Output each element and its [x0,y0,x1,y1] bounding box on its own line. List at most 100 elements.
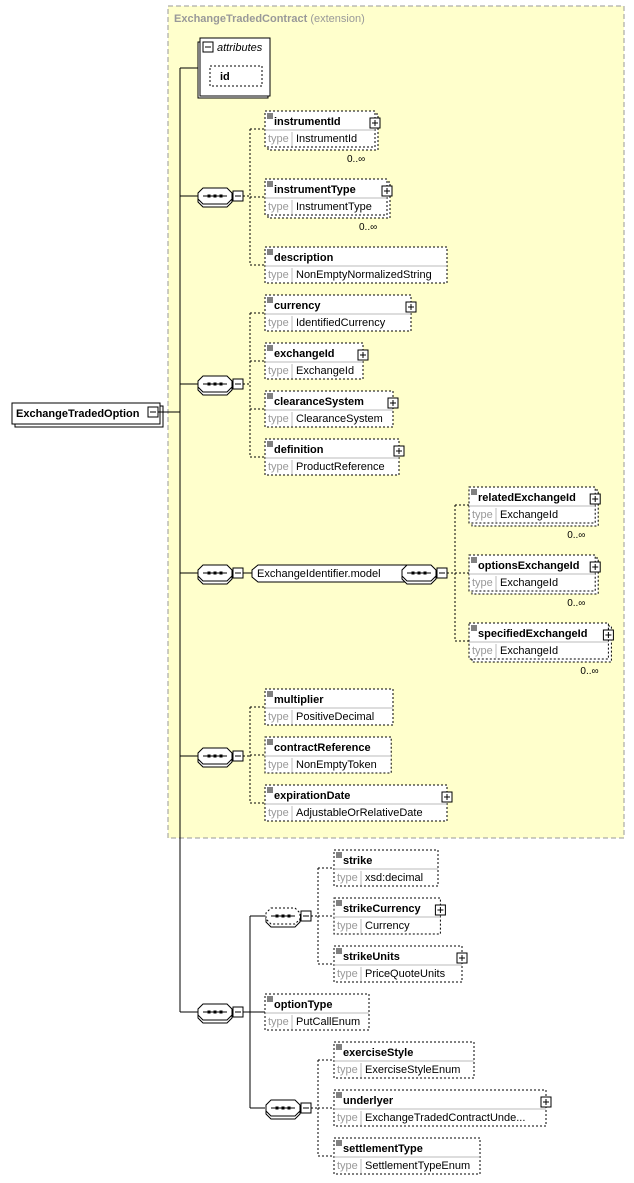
element-name: relatedExchangeId [478,492,576,504]
cardinality-label: 0..∞ [580,666,598,677]
type-label: type [337,968,358,980]
attributes-toggle[interactable] [202,41,214,53]
expand-relatedExchangeId-toggle[interactable] [589,493,601,505]
group4-sequence-toggle[interactable] [232,750,244,762]
group4-sequence [197,747,233,768]
element-name: underlyer [343,1095,394,1107]
expand-instrumentId-toggle[interactable] [369,117,381,129]
group3-sequence-toggle[interactable] [232,567,244,579]
type-label: type [268,201,289,213]
group1-sequence-toggle[interactable] [232,190,244,202]
group3-inner-sequence [401,564,437,585]
type-value: ExchangeTradedContractUnde... [365,1112,525,1124]
type-label: type [268,269,289,281]
expand-strikeCurrency-toggle[interactable] [434,904,446,916]
expand-optionsExchangeId-toggle[interactable] [589,561,601,573]
element-name: strikeCurrency [343,903,422,915]
type-value: Currency [365,920,410,932]
element-name: settlementType [343,1143,423,1155]
element-relatedExchangeId[interactable]: relatedExchangeId type ExchangeId 0..∞ [468,486,599,541]
root-toggle[interactable] [147,406,159,418]
element-name: multiplier [274,694,324,706]
element-name: contractReference [274,742,371,754]
expand-specifiedExchangeId-toggle[interactable] [602,629,614,641]
cardinality-label: 0..∞ [347,154,365,165]
type-value: PositiveDecimal [296,711,374,723]
type-value: SettlementTypeEnum [365,1160,470,1172]
expand-clearanceSystem-toggle[interactable] [387,397,399,409]
type-label: type [337,920,358,932]
element-description[interactable]: description type NonEmptyNormalizedString [264,246,448,284]
bottom-sequence [197,1003,233,1024]
expand-underlyer-toggle[interactable] [540,1096,552,1108]
type-value: PriceQuoteUnits [365,968,446,980]
type-label: type [268,711,289,723]
type-value: NonEmptyToken [296,759,377,771]
element-underlyer[interactable]: underlyer type ExchangeTradedContractUnde.… [333,1089,547,1127]
type-value: ExchangeId [296,365,354,377]
extension-region [167,5,625,839]
type-value: ExchangeId [500,509,558,521]
group2-sequence [197,375,233,396]
type-label: type [472,645,493,657]
root-element[interactable] [11,402,161,425]
element-name: optionType [274,999,332,1011]
group3-sequence [197,564,233,585]
element-name: specifiedExchangeId [478,628,587,640]
expand-strikeUnits-toggle[interactable] [456,952,468,964]
exercise-group-sequence-toggle[interactable] [300,1102,312,1114]
type-value: xsd:decimal [365,872,423,884]
model-group-name: ExchangeIdentifier.model [257,568,381,580]
element-name: optionsExchangeId [478,560,579,572]
cardinality-label: 0..∞ [567,530,585,541]
type-label: type [337,1112,358,1124]
extension-title: ExchangeTradedContract (extension) [174,13,365,25]
element-multiplier[interactable]: multiplier type PositiveDecimal [264,688,394,726]
strike-group-sequence-toggle[interactable] [300,910,312,922]
expand-exchangeId-toggle[interactable] [357,349,369,361]
type-label: type [337,1064,358,1076]
type-value: NonEmptyNormalizedString [296,269,432,281]
type-label: type [268,365,289,377]
element-name: exerciseStyle [343,1047,413,1059]
bottom-sequence-toggle[interactable] [232,1006,244,1018]
element-name: currency [274,300,321,312]
element-specifiedExchangeId[interactable]: specifiedExchangeId type ExchangeId 0..∞ [468,622,612,677]
expand-currency-toggle[interactable] [405,301,417,313]
element-name: description [274,252,334,264]
element-strikeCurrency[interactable]: strikeCurrency type Currency [333,897,441,935]
expand-definition-toggle[interactable] [393,445,405,457]
group3-inner-sequence-toggle[interactable] [436,567,448,579]
type-label: type [472,577,493,589]
expand-expirationDate-toggle[interactable] [441,791,453,803]
element-exerciseStyle[interactable]: exerciseStyle type ExerciseStyleEnum [333,1041,475,1079]
group2-sequence-toggle[interactable] [232,378,244,390]
expand-instrumentType-toggle[interactable] [381,185,393,197]
exercise-group-sequence [265,1099,301,1120]
type-value: ClearanceSystem [296,413,383,425]
element-name: strike [343,855,372,867]
type-label: type [472,509,493,521]
type-value: ExchangeId [500,645,558,657]
element-optionType[interactable]: optionType type PutCallEnum [264,993,370,1031]
type-label: type [268,1016,289,1028]
type-value: AdjustableOrRelativeDate [296,807,423,819]
cardinality-label: 0..∞ [359,222,377,233]
type-value: PutCallEnum [296,1016,360,1028]
element-name: instrumentId [274,116,341,128]
attribute-id-box[interactable] [209,65,263,87]
type-label: type [268,133,289,145]
type-value: ExerciseStyleEnum [365,1064,460,1076]
